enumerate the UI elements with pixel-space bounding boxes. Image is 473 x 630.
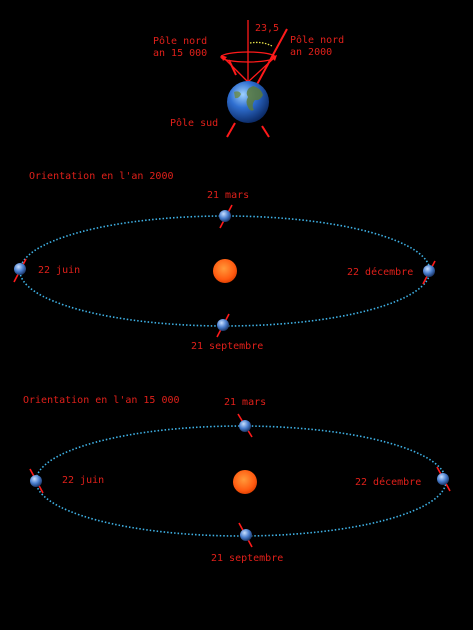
pole-south-label: Pôle sud (170, 117, 218, 129)
cone-arrow-left (221, 55, 227, 61)
earth-axis-south (226, 122, 236, 138)
label-june: 22 juin (62, 475, 104, 486)
orbit-15000: Orientation en l'an 15 000 21 mars 22 ju… (23, 395, 451, 564)
label-june: 22 juin (38, 265, 80, 276)
label-december: 22 décembre (355, 476, 421, 488)
orbit-title: Orientation en l'an 2000 (29, 171, 174, 182)
earth-axis-south-2 (261, 125, 270, 138)
pole-north-2000-label-1: Pôle nord (290, 34, 344, 46)
earth-marker (217, 319, 229, 331)
pole-north-2000-label-2: an 2000 (290, 47, 332, 58)
earth-continent-2 (234, 91, 241, 99)
earth-marker (14, 263, 26, 275)
earth-september (238, 522, 253, 548)
earth-june (13, 258, 27, 283)
label-september: 21 septembre (211, 553, 283, 564)
earth-september (216, 313, 230, 338)
earth-marker (219, 210, 231, 222)
earth-march (219, 204, 233, 229)
label-december: 22 décembre (347, 266, 413, 278)
earth-marker (423, 265, 435, 277)
cone-line-left (223, 57, 249, 83)
earth-marker (240, 529, 252, 541)
earth-december (422, 260, 436, 285)
orbit-title: Orientation en l'an 15 000 (23, 395, 180, 406)
sun (233, 470, 257, 494)
label-march: 21 mars (207, 190, 249, 201)
earth-marker (437, 473, 449, 485)
angle-label: 23,5 (255, 23, 279, 34)
pole-north-15000-label-2: an 15 000 (153, 48, 207, 59)
earth-june (29, 468, 44, 494)
label-march: 21 mars (224, 397, 266, 408)
earth-march (237, 413, 253, 438)
earth-axis-north-15000 (228, 59, 237, 76)
earth-december (436, 466, 451, 492)
earth-marker (30, 475, 42, 487)
sun (213, 259, 237, 283)
orbit-2000: Orientation en l'an 2000 21 mars 22 juin… (13, 171, 436, 352)
earth-axis-diagram: 23,5 Pôle nord an 15 000 Pôle nord an 20… (153, 20, 344, 138)
label-september: 21 septembre (191, 341, 263, 352)
pole-north-15000-label-1: Pôle nord (153, 35, 207, 47)
earth-continent (246, 86, 263, 111)
earth-marker (239, 420, 251, 432)
angle-arc (249, 41, 273, 47)
